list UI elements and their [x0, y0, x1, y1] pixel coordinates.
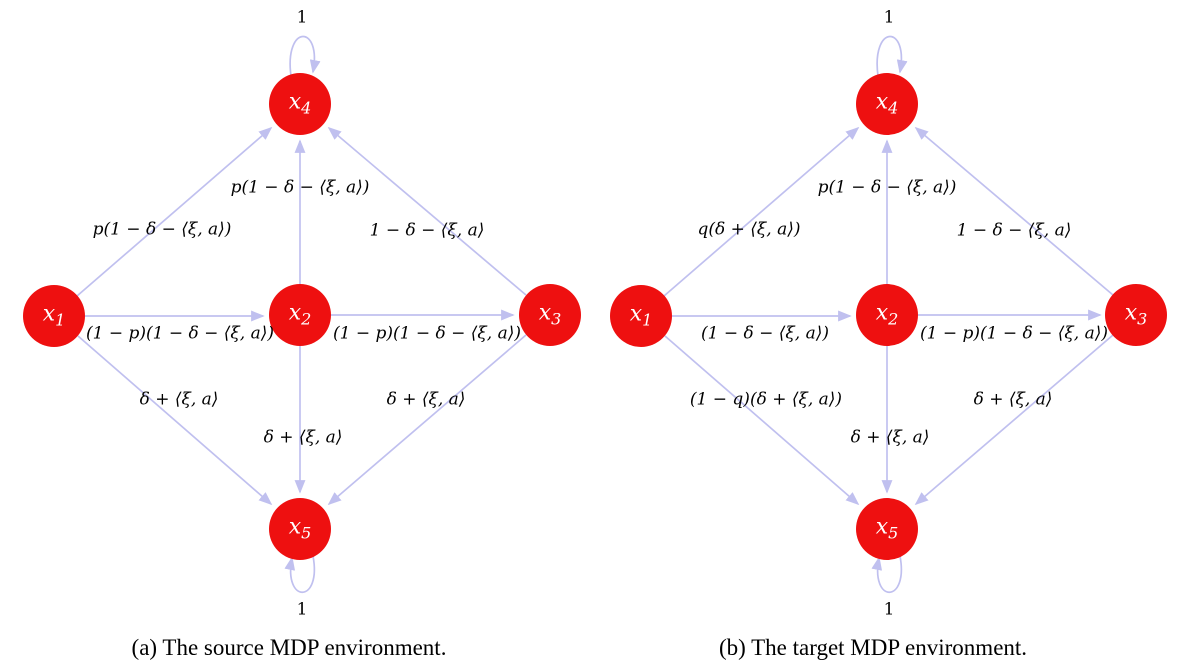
- node-x5-label-source: x5: [288, 514, 312, 543]
- node-x4-label-target: x4: [875, 89, 899, 118]
- loop-label-x5-source: 1: [296, 599, 308, 620]
- node-x3-label-source: x3: [538, 300, 562, 329]
- edge-label-x1-x5-source: δ + ⟨ξ, a⟩: [139, 389, 219, 410]
- edge-label-x3-x4-source: 1 − δ − ⟨ξ, a⟩: [369, 220, 485, 241]
- node-x1-label-source: x1: [42, 301, 66, 330]
- self-loop-x5-source: [284, 555, 316, 594]
- edge-label-x1-x2-target: (1 − δ − ⟨ξ, a⟩): [701, 323, 829, 344]
- node-x2-source: [269, 284, 331, 346]
- edge-label-x1-x5-target: (1 − q)(δ + ⟨ξ, a⟩): [689, 389, 843, 410]
- edge-label-x2-x5-source: δ + ⟨ξ, a⟩: [263, 427, 343, 448]
- edge-x1-x5-source: [77, 335, 273, 506]
- node-x5-target: [856, 498, 918, 560]
- edge-label-x2-x5-target: δ + ⟨ξ, a⟩: [850, 427, 930, 448]
- edge-label-x2-x4-target: p(1 − δ − ⟨ξ, a⟩): [817, 177, 957, 198]
- edge-x1-x4-target: [663, 126, 860, 297]
- node-x5-label-target: x5: [875, 514, 899, 543]
- edge-x3-x5-target: [914, 334, 1114, 506]
- node-x2-label-target: x2: [875, 300, 899, 329]
- edge-x3-x5-source: [327, 334, 527, 506]
- node-x2-label-source: x2: [288, 300, 312, 329]
- loop-label-x5-target: 1: [883, 599, 895, 620]
- caption-target: (b) The target MDP environment.: [718, 635, 1028, 660]
- edge-x3-x4-source: [327, 126, 527, 296]
- edge-label-x1-x2-source: (1 − p)(1 − δ − ⟨ξ, a⟩): [85, 323, 275, 344]
- node-x4-label-source: x4: [288, 89, 312, 118]
- edge-label-x3-x4-target: 1 − δ − ⟨ξ, a⟩: [956, 220, 1072, 241]
- caption-source: (a) The source MDP environment.: [131, 635, 447, 660]
- edge-label-x2-x4-source: p(1 − δ − ⟨ξ, a⟩): [230, 177, 370, 198]
- source-diagram: [23, 35, 581, 594]
- edge-label-x3-x5-target: δ + ⟨ξ, a⟩: [973, 389, 1053, 410]
- node-x4-target: [856, 73, 918, 135]
- self-loop-x5-target: [871, 555, 903, 594]
- edge-x1-x4-source: [76, 126, 273, 297]
- edge-x3-x4-target: [914, 126, 1114, 296]
- node-x3-source: [519, 284, 581, 346]
- edge-label-x1-x4-source: p(1 − δ − ⟨ξ, a⟩): [92, 219, 232, 240]
- node-x1-label-target: x1: [629, 301, 653, 330]
- self-loop-x4-target: [876, 35, 908, 77]
- node-x5-source: [269, 498, 331, 560]
- target-diagram: [610, 35, 1167, 594]
- node-x1-source: [23, 285, 85, 347]
- edge-label-x3-x5-source: δ + ⟨ξ, a⟩: [386, 389, 466, 410]
- edge-label-x2-x3-target: (1 − p)(1 − δ − ⟨ξ, a⟩): [919, 323, 1109, 344]
- node-x3-label-target: x3: [1124, 300, 1148, 329]
- self-loop-x4-source: [289, 35, 321, 77]
- node-x2-target: [856, 284, 918, 346]
- node-x4-source: [269, 73, 331, 135]
- edge-x1-x5-target: [664, 335, 860, 506]
- edge-label-x1-x4-target: q(δ + ⟨ξ, a⟩): [697, 219, 801, 240]
- node-x3-target: [1105, 284, 1167, 346]
- loop-label-x4-target: 1: [883, 7, 895, 28]
- node-x1-target: [610, 285, 672, 347]
- edge-label-x2-x3-source: (1 − p)(1 − δ − ⟨ξ, a⟩): [332, 323, 522, 344]
- loop-label-x4-source: 1: [296, 7, 308, 28]
